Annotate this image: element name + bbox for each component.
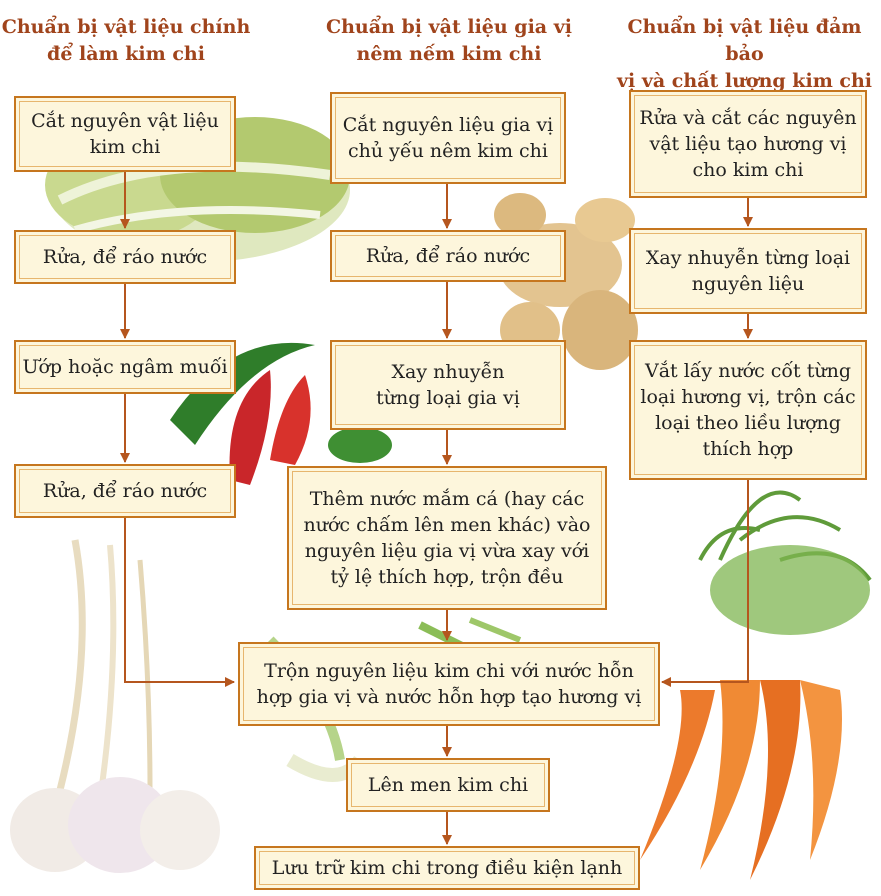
heading-main-ingredients: Chuẩn bị vật liệu chính để làm kim chi (0, 14, 252, 68)
box-c1-wash-drain: Rửa, để ráo nước (14, 230, 236, 284)
box-c1-wash-drain-2: Rửa, để ráo nước (14, 464, 236, 518)
box-c3-wash-cut-flavor: Rửa và cắt các nguyên vật liệu tạo hương… (629, 90, 867, 198)
heading-flavor-quality: Chuẩn bị vật liệu đảm bảo vị và chất lượ… (608, 14, 881, 95)
box-c2-cut-seasoning: Cắt nguyên liệu gia vị chủ yếu nêm kim c… (330, 92, 566, 184)
box-ferment: Lên men kim chi (346, 758, 550, 812)
box-c2-add-fish-sauce: Thêm nước mắm cá (hay các nước chấm lên … (287, 466, 607, 610)
arrow-c1-to-mix (125, 518, 234, 682)
box-c2-grind-spices: Xay nhuyễn từng loại gia vị (330, 340, 566, 430)
box-c1-salt: Ướp hoặc ngâm muối (14, 340, 236, 394)
box-c3-grind: Xay nhuyễn từng loại nguyên liệu (629, 228, 867, 314)
arrow-c3-to-mix (662, 480, 748, 682)
box-c2-wash-drain: Rửa, để ráo nước (330, 230, 566, 282)
heading-seasoning: Chuẩn bị vật liệu gia vị nêm nếm kim chi (318, 14, 580, 68)
box-mix-all: Trộn nguyên liệu kim chi với nước hỗn hợ… (238, 642, 660, 726)
box-store-cold: Lưu trữ kim chi trong điều kiện lạnh (254, 846, 640, 890)
box-c3-extract-juice: Vắt lấy nước cốt từng loại hương vị, trộ… (629, 340, 867, 480)
box-c1-cut-ingredients: Cắt nguyên vật liệu kim chi (14, 96, 236, 172)
